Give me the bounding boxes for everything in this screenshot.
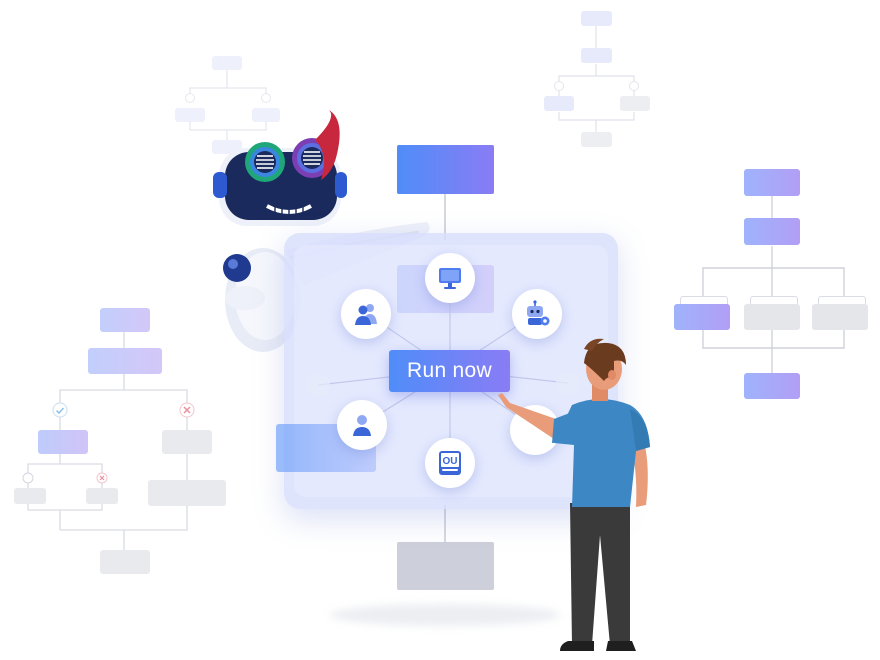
user-icon-button[interactable] — [337, 400, 387, 450]
check-icon — [22, 472, 34, 484]
cross-icon — [179, 402, 195, 418]
ou-document-icon-button[interactable]: OU — [425, 438, 475, 488]
flow-node — [674, 304, 730, 330]
flow-node — [86, 488, 118, 504]
flow-node — [88, 348, 162, 374]
flow-node — [38, 430, 88, 454]
flow-node — [212, 140, 242, 154]
flow-node — [212, 56, 242, 70]
flow-node — [744, 218, 800, 245]
flow-node — [148, 480, 226, 506]
robot-settings-icon — [527, 300, 550, 326]
monitor-icon-button[interactable] — [425, 253, 475, 303]
floor-shadow — [330, 604, 560, 626]
flow-node — [744, 304, 800, 330]
check-icon — [554, 81, 564, 91]
cross-icon — [261, 93, 271, 103]
monitor-icon — [439, 268, 461, 289]
flow-node-main-bottom — [397, 542, 494, 590]
flow-node — [581, 11, 612, 26]
flow-node — [175, 108, 205, 122]
cross-icon — [96, 472, 108, 484]
flow-node — [744, 373, 800, 399]
flow-node — [581, 48, 612, 63]
ou-document-icon: OU — [439, 451, 461, 475]
flow-node — [581, 132, 612, 147]
users-icon — [355, 304, 377, 325]
flow-node — [252, 108, 280, 122]
flow-node — [744, 169, 800, 196]
check-icon — [185, 93, 195, 103]
flow-node — [812, 304, 868, 330]
run-now-button[interactable]: Run now — [389, 350, 510, 392]
flow-node — [544, 96, 574, 111]
flow-node — [620, 96, 650, 111]
ou-label: OU — [443, 456, 458, 467]
cross-icon — [629, 81, 639, 91]
person-illustration — [498, 338, 650, 651]
robot-settings-icon-button[interactable] — [512, 289, 562, 339]
flow-node — [162, 430, 212, 454]
flow-node — [14, 488, 46, 504]
flow-node-main-top — [397, 145, 494, 194]
users-icon-button[interactable] — [341, 289, 391, 339]
flow-node — [100, 308, 150, 332]
check-icon — [52, 402, 68, 418]
flow-node — [100, 550, 150, 574]
user-icon — [353, 415, 371, 436]
